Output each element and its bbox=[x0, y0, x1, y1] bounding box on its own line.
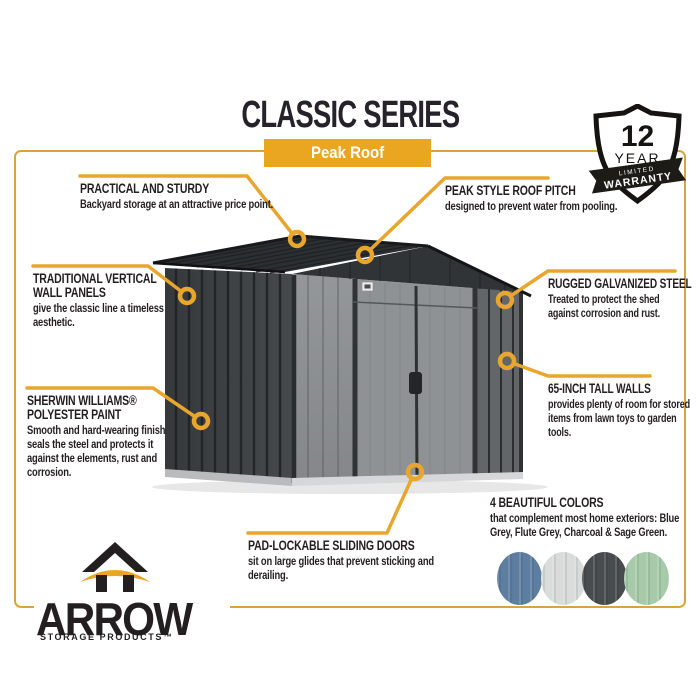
right-panel-seams bbox=[488, 289, 514, 480]
color-swatch-sage-green bbox=[624, 552, 669, 605]
colors-heading: 4 BEAUTIFUL COLORS bbox=[490, 495, 604, 510]
callout-rugged-heading: RUGGED GALVANIZED STEEL bbox=[548, 276, 692, 291]
arrow-logo-house-icon bbox=[80, 542, 150, 592]
callout-traditional-heading: TRADITIONAL VERTICAL WALL PANELS bbox=[33, 271, 157, 301]
shed-roof bbox=[153, 236, 428, 272]
callout-tall-walls-heading: 65-INCH TALL WALLS bbox=[548, 381, 651, 396]
door-handle bbox=[409, 372, 422, 394]
callout-tall-walls: 65-INCH TALL WALLS provides plenty of ro… bbox=[548, 381, 692, 440]
callout-practical-heading: PRACTICAL AND STURDY bbox=[80, 181, 210, 196]
warranty-badge: 12 YEAR LIMITED WARRANTY bbox=[588, 104, 687, 205]
color-swatch-charcoal bbox=[582, 552, 627, 605]
callout-rugged-steel: RUGGED GALVANIZED STEEL Treated to prote… bbox=[548, 276, 692, 321]
callout-tall-walls-body: provides plenty of room for stored items… bbox=[548, 397, 690, 439]
badge-years: 12 bbox=[621, 120, 654, 153]
left-wall-panel-seams bbox=[174, 268, 282, 484]
color-swatch-blue-grey bbox=[497, 552, 542, 605]
callout-sherwin-heading: SHERWIN WILLIAMS® POLYESTER PAINT bbox=[27, 393, 137, 423]
door-panel-lines bbox=[369, 282, 461, 482]
badge-limited: LIMITED bbox=[618, 166, 655, 178]
callout-practical-body: Backyard storage at an attractive price … bbox=[80, 197, 274, 212]
callout-rugged-body: Treated to protect the shed against corr… bbox=[548, 292, 660, 320]
callout-traditional-panels: TRADITIONAL VERTICAL WALL PANELS give th… bbox=[33, 271, 166, 330]
callout-sliding-doors: PAD-LOCKABLE SLIDING DOORS sit on large … bbox=[248, 538, 435, 583]
callout-traditional-body: give the classic line a timeless aesthet… bbox=[33, 301, 164, 330]
callout-sliding-doors-body: sit on large glides that prevent stickin… bbox=[248, 554, 434, 582]
callout-sherwin-body: Smooth and hard-wearing finish seals the… bbox=[27, 423, 166, 479]
arrow-logo: ARROW STORAGE PRODUCTS™ bbox=[34, 540, 230, 652]
badge-year-label: YEAR bbox=[614, 150, 660, 166]
arrow-logo-brand: ARROW bbox=[36, 593, 193, 645]
series-banner: Peak Roof bbox=[264, 139, 431, 167]
front-wall-seams bbox=[307, 275, 339, 484]
page-title-wrap: CLASSIC SERIES bbox=[0, 94, 700, 137]
color-swatch-flute-grey bbox=[541, 552, 586, 605]
arrow-logo-tagline: STORAGE PRODUCTS™ bbox=[40, 632, 174, 642]
colors-body: that complement most home exteriors: Blu… bbox=[490, 511, 680, 539]
page-title: CLASSIC SERIES bbox=[241, 94, 460, 136]
callout-practical: PRACTICAL AND STURDY Backyard storage at… bbox=[80, 181, 314, 212]
door-brand-label-mark bbox=[364, 284, 371, 289]
roof-rib-lines bbox=[167, 236, 415, 274]
callout-sliding-doors-heading: PAD-LOCKABLE SLIDING DOORS bbox=[248, 538, 415, 553]
colors-section: 4 BEAUTIFUL COLORS that complement most … bbox=[490, 495, 685, 540]
callout-sherwin-paint: SHERWIN WILLIAMS® POLYESTER PAINT Smooth… bbox=[27, 393, 171, 480]
gable-seams bbox=[319, 250, 506, 291]
shed-gable bbox=[292, 246, 523, 292]
series-banner-label: Peak Roof bbox=[310, 143, 385, 162]
